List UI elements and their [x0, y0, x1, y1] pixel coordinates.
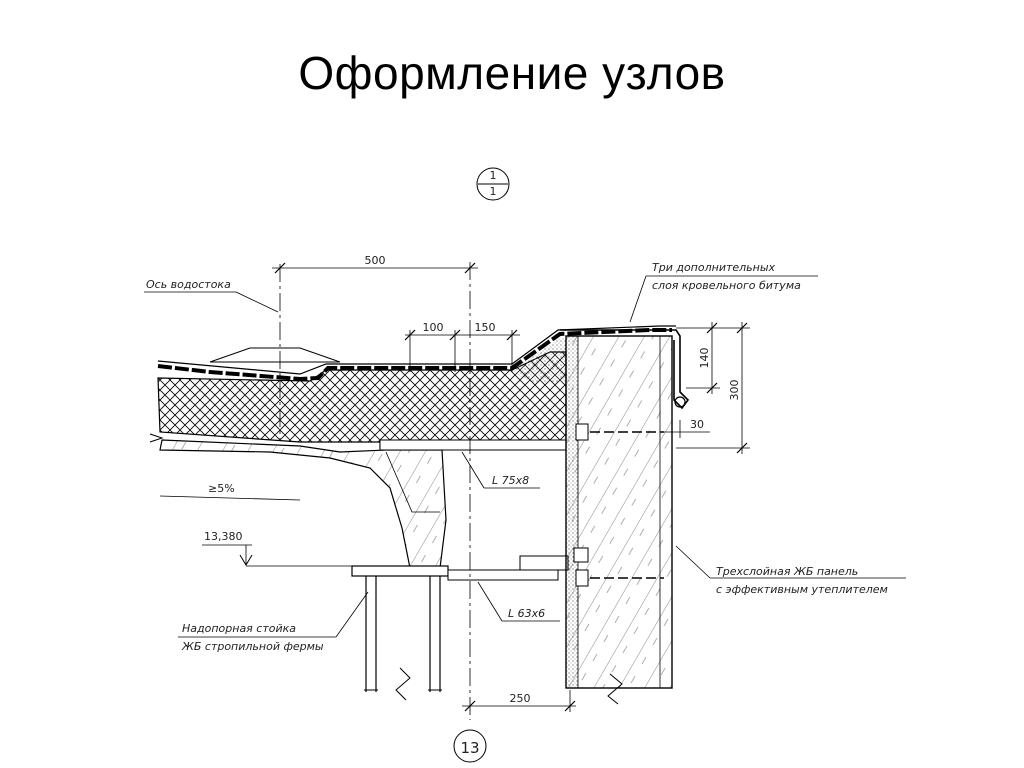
svg-text:Трехслойная ЖБ панель: Трехслойная ЖБ панель [716, 565, 858, 578]
section-mark: 1 1 [476, 167, 510, 201]
slope-indicator: ≥5% [149, 433, 301, 501]
dim-250: 250 [462, 690, 576, 712]
wall-panel [565, 335, 673, 705]
drain-cap [209, 347, 341, 363]
label-panel: Трехслойная ЖБ панель с эффективным утеп… [675, 545, 906, 596]
svg-text:слоя кровельного битума: слоя кровельного битума [652, 279, 801, 292]
angle-75-profile [379, 439, 567, 451]
post-plate [351, 565, 449, 577]
svg-text:300: 300 [728, 380, 741, 401]
label-angle-75: L 75x8 [461, 451, 540, 489]
svg-text:Три дополнительных: Три дополнительных [652, 261, 776, 274]
svg-text:100: 100 [423, 321, 444, 334]
level-mark: 13,380 [202, 530, 352, 567]
dim-100-150: 100 150 [404, 321, 520, 372]
svg-text:30: 30 [690, 418, 704, 431]
section-mark-top: 1 [490, 169, 497, 182]
svg-text:Надопорная стойка: Надопорная стойка [182, 622, 296, 635]
label-support-post: Надопорная стойка ЖБ стропильной фермы [178, 591, 369, 653]
svg-text:500: 500 [365, 254, 386, 267]
svg-text:Ось водостока: Ось водостока [146, 278, 231, 291]
dim-500: 500 [272, 254, 478, 274]
dim-right: 140 300 30 [664, 322, 750, 454]
roof-membrane [157, 328, 672, 382]
label-bitumen: Три дополнительных слоя кровельного биту… [629, 261, 818, 323]
axis-mark-label: 13 [460, 739, 479, 757]
svg-text:250: 250 [510, 692, 531, 705]
axis-mark: 13 [453, 729, 487, 763]
svg-text:≥5%: ≥5% [208, 482, 235, 495]
svg-text:13,380: 13,380 [204, 530, 243, 543]
svg-text:с эффективным утеплителем: с эффективным утеплителем [716, 583, 888, 596]
truss-beam [159, 439, 447, 569]
svg-text:L 75x8: L 75x8 [492, 474, 529, 487]
panel-anchors [573, 423, 664, 587]
section-mark-bottom: 1 [490, 185, 497, 198]
svg-text:140: 140 [698, 348, 711, 369]
svg-text:ЖБ стропильной фермы: ЖБ стропильной фермы [181, 640, 324, 653]
label-drain-axis: Ось водостока [144, 278, 279, 313]
label-angle-63: L 63x6 [477, 581, 560, 622]
screed-fill [512, 338, 566, 382]
svg-text:150: 150 [475, 321, 496, 334]
angle-63-profile [447, 569, 559, 581]
svg-text:L 63x6: L 63x6 [508, 607, 545, 620]
slide-title: Оформление узлов [298, 47, 726, 99]
